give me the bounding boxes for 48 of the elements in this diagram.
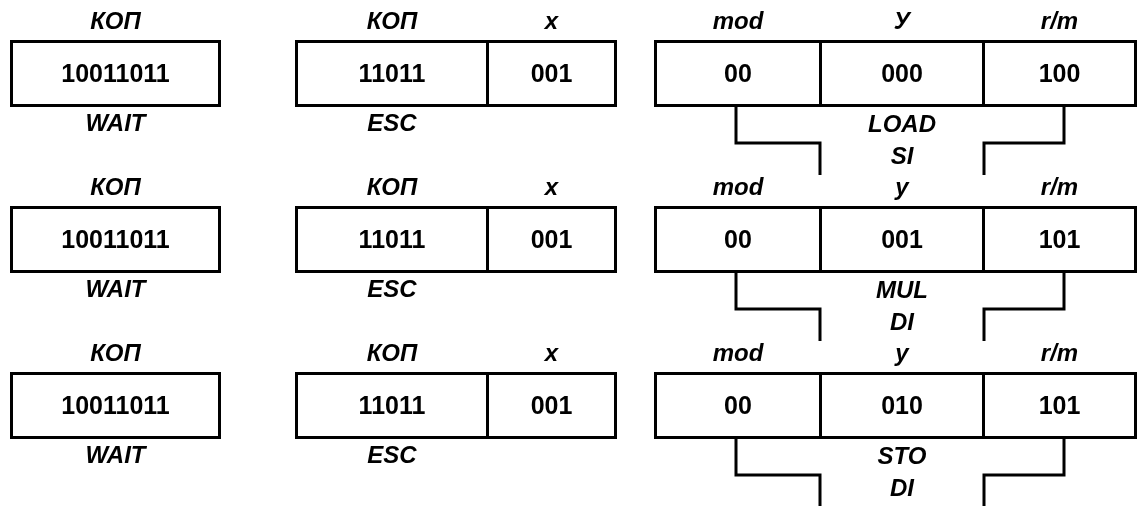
mnemonic-label: WAIT [84,109,148,137]
field-name: mod [711,173,765,201]
field-name: КОП [89,173,142,201]
bit-field-cell: 101 [982,372,1137,439]
bit-field-cell: 00 [654,206,822,273]
field-name: x [543,7,560,35]
bit-field-cell: 001 [819,206,985,273]
mnemonic-label: ESC [366,109,418,137]
bit-field-cell: 101 [982,206,1137,273]
field-name: КОП [365,7,419,35]
field-name: mod [711,339,765,367]
mnemonic-label: LOAD [867,110,937,138]
field-name: y [893,339,911,367]
field-name: x [543,339,560,367]
bit-field-cell: 10011011 [10,40,221,107]
bit-field-cell: 00 [654,40,822,107]
field-name: r/m [1039,7,1080,35]
bit-field-cell: 11011 [295,372,489,439]
mnemonic-label: WAIT [84,441,148,469]
mnemonic-label: ESC [366,275,418,303]
mnemonic-label: SI [889,142,915,170]
field-name: КОП [365,173,419,201]
field-name: r/m [1039,339,1080,367]
bit-field-cell: 010 [819,372,985,439]
mnemonic-label: DI [889,308,916,336]
field-name: У [892,7,913,35]
bit-field-cell: 001 [486,40,617,107]
mnemonic-label: MUL [875,276,929,304]
bit-field-cell: 001 [486,372,617,439]
field-name: mod [711,7,765,35]
mnemonic-label: STO [876,442,928,470]
field-name: r/m [1039,173,1080,201]
bit-field-cell: 001 [486,206,617,273]
bit-field-cell: 11011 [295,206,489,273]
bit-field-cell: 00 [654,372,822,439]
field-name: КОП [89,339,142,367]
bit-field-cell: 000 [819,40,985,107]
mnemonic-label: WAIT [84,275,148,303]
mnemonic-label: ESC [366,441,418,469]
bit-field-cell: 100 [982,40,1137,107]
field-name: y [893,173,911,201]
bit-field-cell: 10011011 [10,372,221,439]
field-name: x [543,173,560,201]
field-name: КОП [365,339,419,367]
mnemonic-label: DI [889,474,916,502]
field-name: КОП [89,7,142,35]
bit-field-cell: 11011 [295,40,489,107]
bit-field-cell: 10011011 [10,206,221,273]
